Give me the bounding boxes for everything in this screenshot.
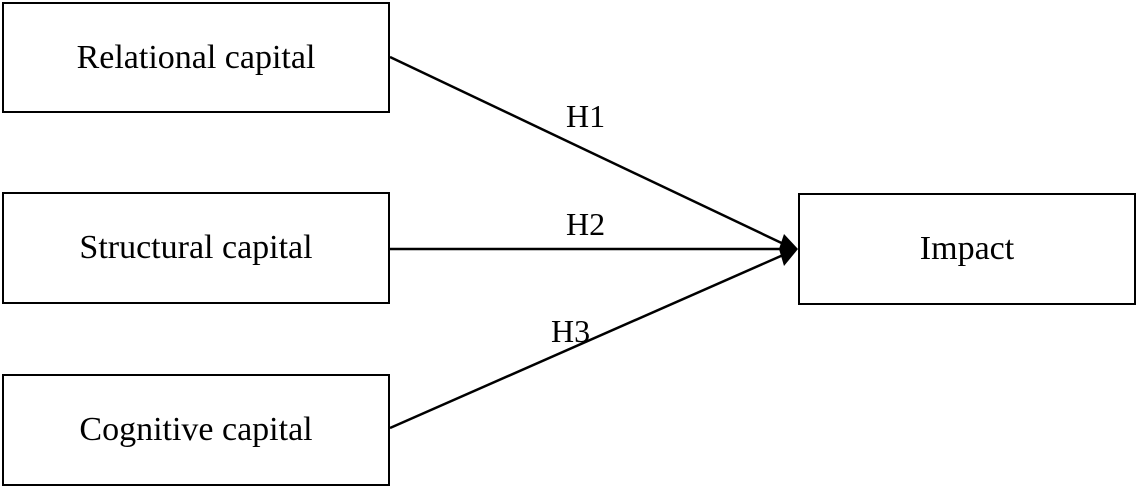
impact-node: Impact — [798, 193, 1136, 305]
hypothesis-h2-label: H2 — [566, 206, 606, 242]
impact-label: Impact — [919, 230, 1015, 267]
hypothesis-h1-label: H1 — [566, 98, 606, 134]
relational-capital-node: Relational capital — [2, 2, 390, 113]
structural-capital-node: Structural capital — [2, 192, 390, 304]
arrow-h1 — [389, 55, 791, 249]
structural-capital-label: Structural capital — [79, 229, 313, 266]
relational-capital-label: Relational capital — [76, 38, 316, 76]
arrow-h3 — [389, 250, 791, 430]
cognitive-capital-label: Cognitive capital — [79, 411, 313, 448]
hypothesis-h3-label: H3 — [551, 313, 591, 349]
cognitive-capital-node: Cognitive capital — [2, 374, 390, 486]
arrowhead — [779, 234, 798, 266]
